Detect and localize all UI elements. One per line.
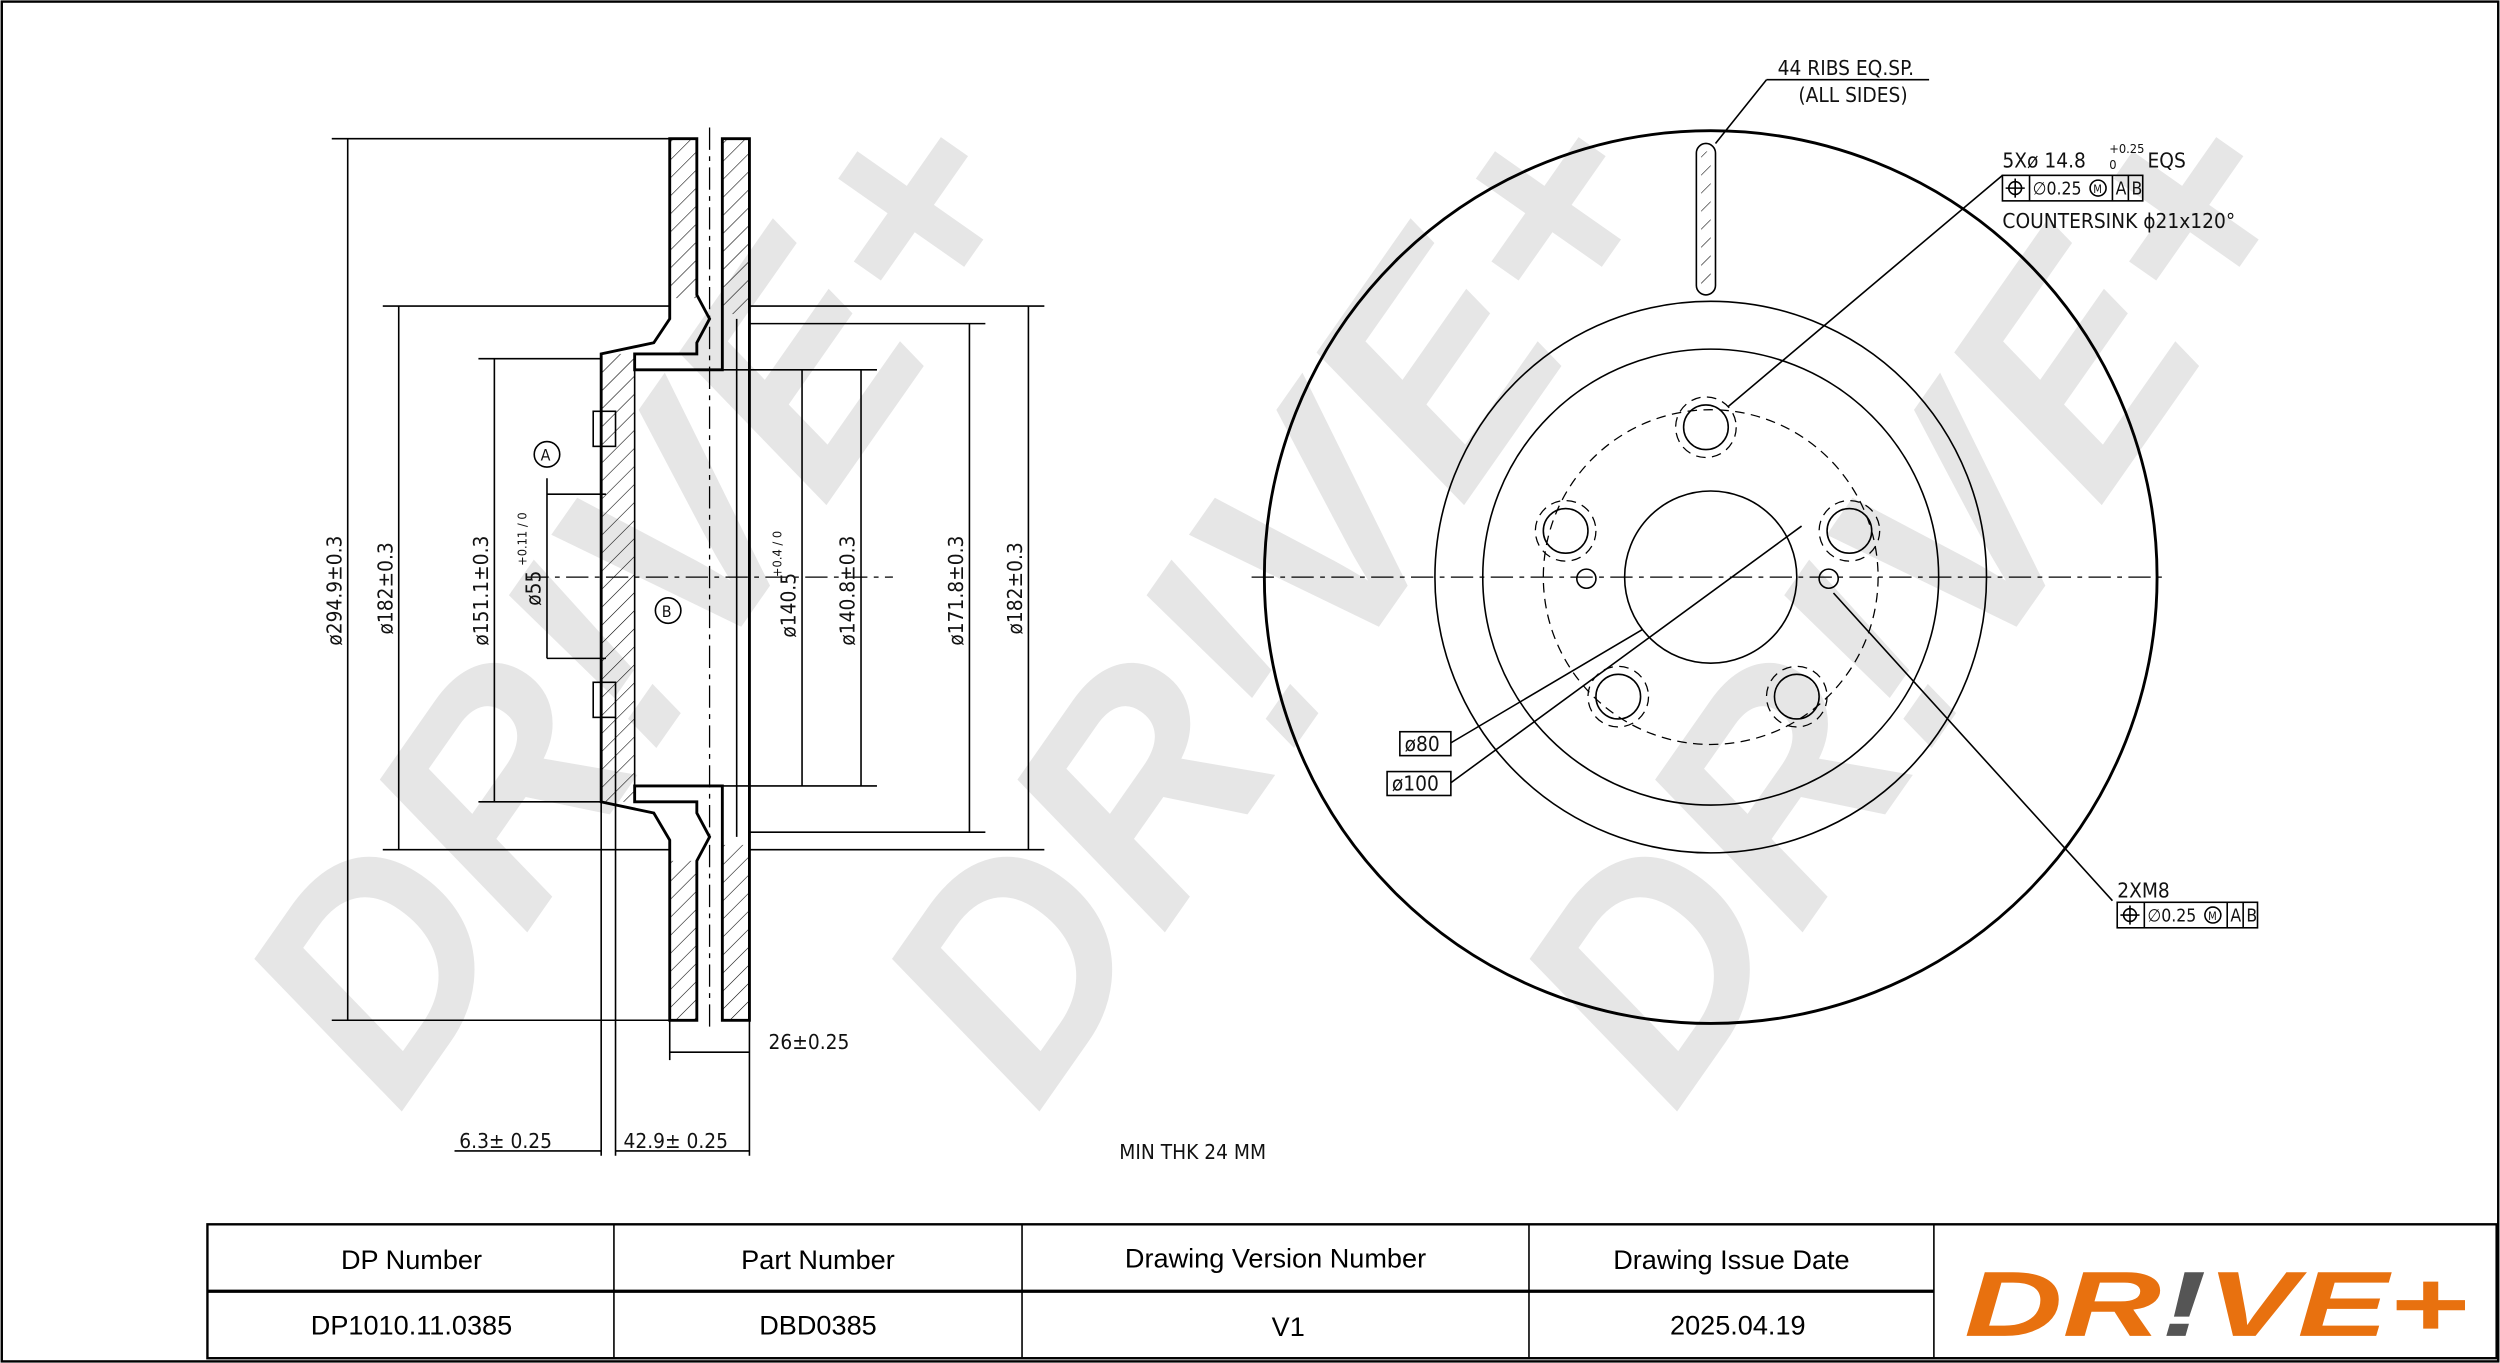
dim-294: ø294.9±0.3 — [322, 536, 346, 646]
value-dp-number: DP1010.11.0385 — [311, 1309, 512, 1340]
dim-182a: ø182±0.3 — [373, 542, 397, 634]
m8-note: 2XM8 — [2117, 879, 2170, 903]
ribs-note-sides: (ALL SIDES) — [1798, 83, 1907, 107]
value-issue-date: 2025.04.19 — [1670, 1309, 1806, 1340]
holes-note: 5Xø 14.8 — [2002, 148, 2085, 172]
d80-label: ø80 — [1405, 732, 1440, 756]
front-view — [1251, 78, 2169, 1025]
min-thickness-note: MIN THK 24 MM — [1119, 1140, 1266, 1164]
header-dp-number: DP Number — [341, 1244, 482, 1275]
dimension-labels: ø294.9±0.3 ø182±0.3 ø151.1±0.3 ø55 +0.11… — [322, 440, 1266, 1164]
countersink-note: COUNTERSINK ϕ21x120° — [2002, 209, 2235, 233]
holes-tol-lower: 0 — [2109, 158, 2116, 173]
header-drawing-version: Drawing Version Number — [1125, 1242, 1426, 1273]
dim-height: 42.9± 0.25 — [623, 1129, 728, 1153]
value-drawing-version: V1 — [1272, 1311, 1305, 1342]
dim-1718: ø171.8±0.3 — [944, 536, 968, 646]
fcf-modifier: M — [2208, 910, 2217, 923]
dim-1408: ø140.8±0.3 — [836, 536, 860, 646]
dim-55: ø55 — [522, 571, 546, 606]
fcf-tolerance: ∅0.25 — [2148, 906, 2197, 926]
dim-thickness: 26±0.25 — [769, 1030, 850, 1054]
fcf-tolerance: ∅0.25 — [2033, 179, 2082, 199]
title-block: DP Number Part Number Drawing Version Nu… — [206, 1223, 2498, 1360]
fcf-datum-a: A — [2230, 906, 2241, 926]
dim-55-tol: +0.11 / 0 — [515, 512, 530, 566]
fcf-datum-b: B — [2132, 179, 2143, 199]
header-issue-date: Drawing Issue Date — [1613, 1244, 1849, 1275]
section-view — [526, 127, 893, 1034]
dim-182b: ø182±0.3 — [1003, 542, 1027, 634]
m8-position-fcf: ∅0.25 M A B — [2116, 901, 2259, 929]
drive-logo: DR!VE+ — [1964, 1252, 2468, 1356]
dimension-lines — [331, 137, 1045, 1156]
fcf-datum-a: A — [2116, 179, 2127, 199]
d100-label: ø100 — [1392, 772, 1439, 796]
datum-a-label: A — [541, 446, 551, 465]
dim-1405-tol: +0.4 / 0 — [770, 531, 785, 577]
dim-1405: ø140.5 — [777, 573, 801, 638]
fcf-modifier: M — [2093, 183, 2102, 196]
ribs-note: 44 RIBS EQ.SP. — [1778, 56, 1914, 80]
fcf-datum-b: B — [2246, 906, 2257, 926]
front-view-labels: 44 RIBS EQ.SP. (ALL SIDES) 5Xø 14.8 +0.2… — [1386, 56, 2259, 929]
svg-text:DR!VE+: DR!VE+ — [1964, 1252, 2468, 1356]
holes-tol-upper: +0.25 — [2109, 142, 2144, 157]
dim-151: ø151.1±0.3 — [469, 536, 493, 646]
datum-b-label: B — [662, 602, 672, 621]
dim-hat: 6.3± 0.25 — [459, 1129, 552, 1153]
holes-suffix: EQS — [2148, 148, 2186, 172]
value-part-number: DBD0385 — [759, 1309, 876, 1340]
header-part-number: Part Number — [741, 1244, 895, 1275]
holes-position-fcf: ∅0.25 M A B — [2001, 174, 2144, 202]
